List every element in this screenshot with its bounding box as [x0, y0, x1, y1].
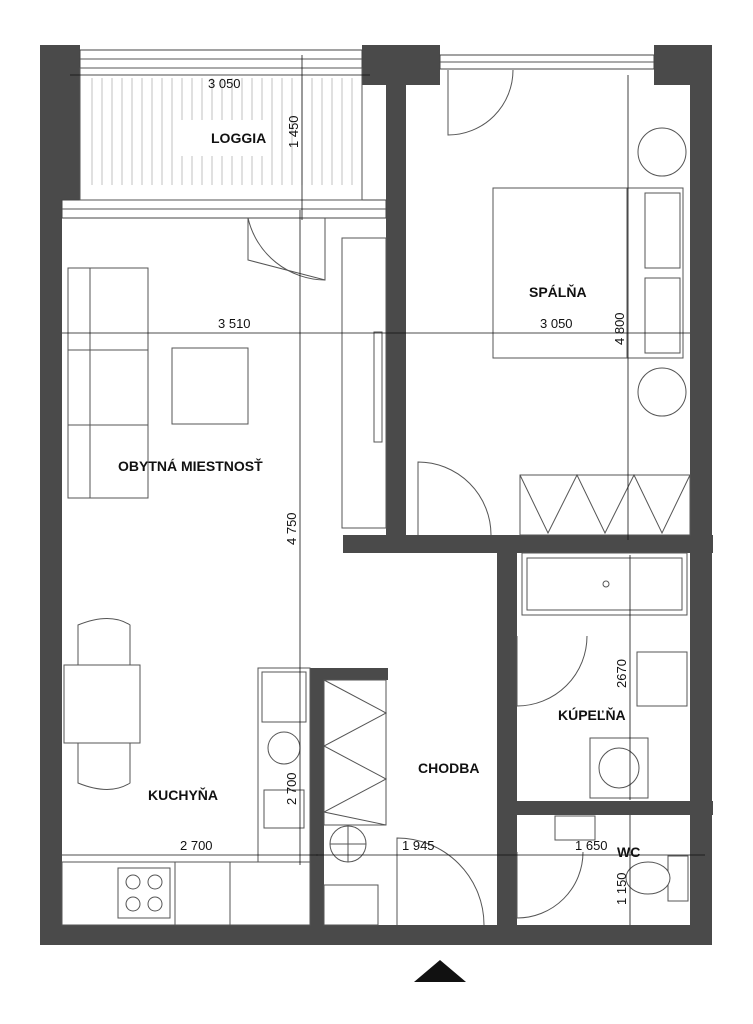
bedroom-left-wall [386, 85, 406, 535]
room-label-hallway: CHODBA [418, 760, 479, 776]
door-loggia-arc [247, 217, 326, 281]
dim-hall-width: 1 945 [402, 838, 435, 853]
dim-wc-depth: 1 150 [614, 872, 629, 905]
pillow-1 [644, 192, 681, 269]
outer-wall-top-mid [362, 45, 440, 85]
door-wc [516, 851, 584, 919]
kitchen-partition-top [310, 668, 388, 680]
hall-storage [322, 679, 388, 926]
dining-table [63, 664, 141, 744]
living-furniture [63, 237, 387, 790]
doors [247, 69, 588, 926]
outer-wall-right [690, 45, 712, 945]
bath-left-wall [497, 553, 517, 945]
burner-1 [125, 874, 141, 890]
washing-machine-drum [598, 747, 640, 789]
coffee-table [171, 347, 249, 425]
tv-cabinet [341, 237, 387, 529]
wardrobe [519, 474, 691, 536]
room-label-loggia: LOGGIA [211, 130, 266, 146]
burner-2 [147, 874, 163, 890]
fridge [261, 671, 307, 723]
kitchen-furniture [61, 667, 311, 926]
cooktop [117, 867, 171, 919]
sofa [67, 267, 149, 499]
burner-4 [147, 896, 163, 912]
door-bathroom [516, 635, 588, 707]
dimension-labels: 3 050 1 450 3 510 3 050 4 800 4 750 2 70… [180, 76, 629, 905]
bed [492, 187, 684, 359]
outer-wall-left [40, 45, 62, 945]
wc-sink [554, 815, 596, 841]
room-label-kitchen: KUCHYŇA [148, 786, 218, 803]
loggia-label-bg [180, 120, 270, 156]
kitchen-sink [263, 789, 305, 829]
toilet-tank [667, 855, 689, 902]
counter-side [257, 667, 311, 863]
outer-wall-top-right [654, 45, 712, 85]
windows [61, 49, 655, 219]
wardrobe-doors [519, 473, 691, 535]
nightstand-lamp-bottom [637, 367, 687, 417]
hall-wardrobe [323, 679, 387, 826]
outer-wall-top-left [40, 45, 80, 205]
dim-kitchen-width: 2 700 [180, 838, 213, 853]
outer-wall-bottom [40, 925, 712, 945]
door-bedroom [417, 461, 492, 536]
north-arrow-icon [414, 960, 466, 982]
room-label-living: OBYTNÁ MIESTNOSŤ [118, 457, 263, 474]
door-bedroom-window [447, 69, 514, 136]
bathtub-drain [602, 580, 610, 588]
toilet-bowl [625, 861, 671, 895]
dim-living-depth: 4 750 [284, 512, 299, 545]
room-label-bathroom: KÚPEĽŇA [558, 706, 626, 723]
bed-headboard [626, 187, 684, 359]
bath-sink [636, 651, 688, 707]
counter-bottom [61, 861, 311, 926]
bath-wc-divider [517, 801, 713, 815]
dim-kitchen-depth: 2 700 [284, 772, 299, 805]
bathroom-fixtures [521, 552, 689, 902]
shoe-cabinet [323, 884, 379, 926]
loggia [79, 67, 363, 201]
dimension-lines [62, 55, 705, 925]
walls [40, 45, 713, 945]
dim-bath-depth: 2670 [614, 659, 629, 688]
loggia-railing [91, 78, 353, 185]
room-labels: LOGGIA SPÁLŇA OBYTNÁ MIESTNOSŤ KUCHYŇA C… [118, 130, 640, 860]
dim-loggia-width: 3 050 [208, 76, 241, 91]
nightstand-lamp-top [637, 127, 687, 177]
dim-wc-width: 1 650 [575, 838, 608, 853]
bathtub [521, 552, 688, 616]
door-loggia [247, 218, 326, 281]
tv [373, 331, 383, 443]
room-label-bedroom: SPÁLŇA [529, 283, 587, 300]
dim-bedroom-width: 3 050 [540, 316, 573, 331]
pillow-2 [644, 277, 681, 354]
room-label-wc: WC [617, 844, 640, 860]
dining-chair-top [77, 618, 131, 666]
kitchen-partition [310, 668, 324, 925]
dining-chair-bottom [77, 742, 131, 790]
dim-loggia-depth: 1 450 [286, 115, 301, 148]
bedroom-furniture [492, 127, 691, 536]
dim-living-width: 3 510 [218, 316, 251, 331]
bedroom-bottom-wall [343, 535, 713, 553]
door-entrance [396, 837, 485, 926]
burner-3 [125, 896, 141, 912]
dim-bedroom-depth: 4 800 [612, 312, 627, 345]
